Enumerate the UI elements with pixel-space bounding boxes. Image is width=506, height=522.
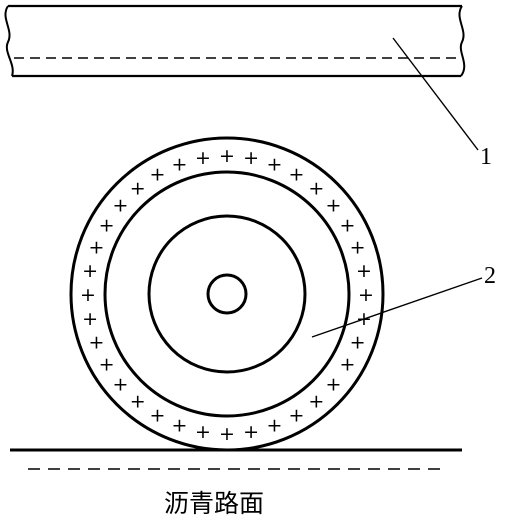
charge-plus: +: [130, 391, 146, 413]
charge-plus: +: [243, 421, 259, 443]
charge-plus: +: [350, 332, 366, 354]
charge-plus: +: [358, 284, 374, 306]
charge-plus: +: [80, 284, 96, 306]
charge-plus: +: [150, 164, 166, 186]
leader-line-1: [392, 37, 479, 151]
charge-plus: +: [88, 332, 104, 354]
charge-plus: +: [339, 215, 355, 237]
roller-component: [4, 4, 466, 78]
label-1: 1: [480, 144, 492, 170]
charge-plus: +: [356, 260, 372, 282]
charge-plus: +: [88, 237, 104, 259]
charge-plus: +: [326, 373, 342, 395]
charge-plus: +: [219, 423, 235, 445]
charge-plus: +: [99, 354, 115, 376]
label-2: 2: [484, 263, 496, 289]
wheel-outer-ring: [69, 136, 385, 452]
charge-plus: +: [326, 195, 342, 217]
charge-plus: +: [150, 404, 166, 426]
wheel-inner-ring: [103, 170, 351, 418]
positive-charges: ++++++++++++++++++++++++++++++++++++: [80, 145, 374, 445]
charge-plus: +: [195, 147, 211, 169]
charge-plus: +: [130, 178, 146, 200]
wheel-component: ++++++++++++++++++++++++++++++++++++: [69, 136, 385, 452]
wheel-hub: [206, 273, 248, 315]
charge-plus: +: [308, 178, 324, 200]
charge-plus: +: [195, 421, 211, 443]
charge-plus: +: [82, 308, 98, 330]
charge-plus: +: [339, 354, 355, 376]
roller-left-break: [4, 5, 14, 77]
wheel-rim: [147, 214, 307, 374]
charge-plus: +: [113, 373, 129, 395]
leader-line-2: [311, 277, 483, 338]
charge-plus: +: [308, 391, 324, 413]
roller-right-break: [458, 5, 466, 77]
charge-plus: +: [267, 415, 283, 437]
charge-plus: +: [113, 195, 129, 217]
charge-plus: +: [267, 153, 283, 175]
charge-plus: +: [289, 404, 305, 426]
charge-plus: +: [289, 164, 305, 186]
charge-plus: +: [82, 260, 98, 282]
charge-plus: +: [172, 153, 188, 175]
charge-plus: +: [99, 215, 115, 237]
charge-plus: +: [172, 415, 188, 437]
charge-plus: +: [219, 145, 235, 167]
charge-plus: +: [243, 147, 259, 169]
road-caption: 沥青路面: [164, 490, 264, 518]
charge-plus: +: [350, 237, 366, 259]
